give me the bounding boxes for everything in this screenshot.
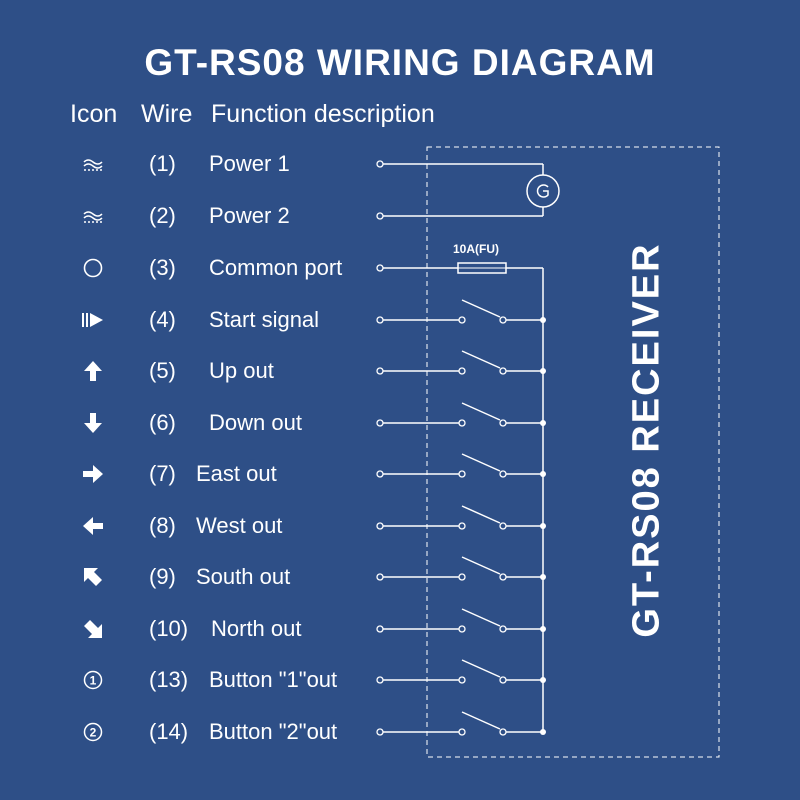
arrow-up-icon bbox=[78, 356, 108, 386]
header-wire: Wire bbox=[141, 100, 193, 128]
circle-icon bbox=[78, 253, 108, 283]
arrow-left-icon bbox=[78, 511, 108, 541]
terminal-dot bbox=[376, 573, 384, 581]
bus-junction bbox=[540, 677, 546, 683]
function-description: Button "1"out bbox=[209, 667, 338, 692]
relay-contact bbox=[499, 316, 507, 324]
function-description: Up out bbox=[209, 358, 274, 383]
relay-contact bbox=[458, 316, 466, 324]
relay-switch-arm bbox=[461, 608, 501, 627]
relay-contact bbox=[499, 625, 507, 633]
relay-contact bbox=[499, 470, 507, 478]
terminal-dot bbox=[376, 728, 384, 736]
wire-number: (7) bbox=[149, 461, 176, 486]
arrow-down-right-icon bbox=[78, 614, 108, 644]
ac-power-icon bbox=[78, 149, 108, 179]
relay-switch-arm bbox=[461, 453, 501, 472]
terminal-dot bbox=[376, 160, 384, 168]
relay-switch-arm bbox=[461, 556, 501, 575]
relay-switch-arm bbox=[461, 299, 501, 318]
relay-contact bbox=[458, 470, 466, 478]
relay-switch-arm bbox=[461, 659, 501, 678]
bus-junction bbox=[540, 317, 546, 323]
terminal-dot bbox=[376, 522, 384, 530]
fuse-label: 10A(FU) bbox=[453, 242, 500, 256]
wire-number: (9) bbox=[149, 564, 176, 589]
function-description: Power 1 bbox=[209, 151, 290, 176]
arrow-right-icon bbox=[78, 459, 108, 489]
svg-text:2: 2 bbox=[90, 726, 97, 740]
relay-contact bbox=[499, 573, 507, 581]
function-description: Common port bbox=[209, 255, 343, 280]
circled-one-icon: 1 bbox=[78, 665, 108, 695]
arrow-up-left-icon bbox=[78, 562, 108, 592]
terminal-dot bbox=[376, 419, 384, 427]
receiver-box bbox=[426, 146, 720, 758]
bus-junction bbox=[540, 420, 546, 426]
wire-number: (1) bbox=[149, 151, 176, 176]
terminal-dot bbox=[376, 470, 384, 478]
terminal-dot bbox=[376, 264, 384, 272]
bus-junction bbox=[540, 729, 546, 735]
diagram-title: GT-RS08 WIRING DIAGRAM bbox=[144, 42, 656, 83]
wire-number: (3) bbox=[149, 255, 176, 280]
terminal-dot bbox=[376, 367, 384, 375]
ac-power-icon bbox=[78, 201, 108, 231]
relay-contact bbox=[458, 522, 466, 530]
terminal-dot bbox=[376, 316, 384, 324]
relay-contact bbox=[458, 367, 466, 375]
header-icon: Icon bbox=[70, 100, 118, 128]
relay-contact bbox=[499, 676, 507, 684]
bus-junction bbox=[540, 523, 546, 529]
relay-contact bbox=[458, 625, 466, 633]
receiver-label: GT-RS08 RECEIVER bbox=[625, 242, 668, 638]
wire-number: (4) bbox=[149, 307, 176, 332]
relay-contact bbox=[458, 573, 466, 581]
terminal-dot bbox=[376, 212, 384, 220]
relay-switch-arm bbox=[461, 350, 501, 369]
bus-junction bbox=[540, 368, 546, 374]
header-function: Function description bbox=[211, 100, 435, 128]
wire-number: (5) bbox=[149, 358, 176, 383]
wire-number: (6) bbox=[149, 410, 176, 435]
circled-two-icon: 2 bbox=[78, 717, 108, 747]
relay-contact bbox=[458, 676, 466, 684]
relay-switch-arm bbox=[461, 505, 501, 524]
relay-contact bbox=[458, 419, 466, 427]
relay-switch-arm bbox=[461, 711, 501, 730]
arrow-down-icon bbox=[78, 408, 108, 438]
function-description: East out bbox=[196, 461, 277, 486]
wire-number: (13) bbox=[149, 667, 189, 692]
wire-number: (10) bbox=[149, 616, 189, 641]
bus-junction bbox=[540, 574, 546, 580]
function-description: North out bbox=[211, 616, 302, 641]
wire-number: (8) bbox=[149, 513, 176, 538]
function-description: Start signal bbox=[209, 307, 320, 332]
relay-contact bbox=[499, 367, 507, 375]
terminal-dot bbox=[376, 625, 384, 633]
function-description: Power 2 bbox=[209, 203, 290, 228]
terminal-dot bbox=[376, 676, 384, 684]
wire-number: (14) bbox=[149, 719, 189, 744]
bus-junction bbox=[540, 471, 546, 477]
generator-symbol-icon bbox=[536, 184, 549, 198]
function-description: Down out bbox=[209, 410, 302, 435]
relay-contact bbox=[499, 728, 507, 736]
start-icon bbox=[78, 305, 108, 335]
relay-contact bbox=[458, 728, 466, 736]
svg-text:1: 1 bbox=[90, 674, 97, 688]
wire-number: (2) bbox=[149, 203, 176, 228]
function-description: Button "2"out bbox=[209, 719, 338, 744]
function-description: West out bbox=[196, 513, 283, 538]
relay-switch-arm bbox=[461, 402, 501, 421]
relay-contact bbox=[499, 522, 507, 530]
bus-junction bbox=[540, 626, 546, 632]
function-description: South out bbox=[196, 564, 291, 589]
relay-contact bbox=[499, 419, 507, 427]
